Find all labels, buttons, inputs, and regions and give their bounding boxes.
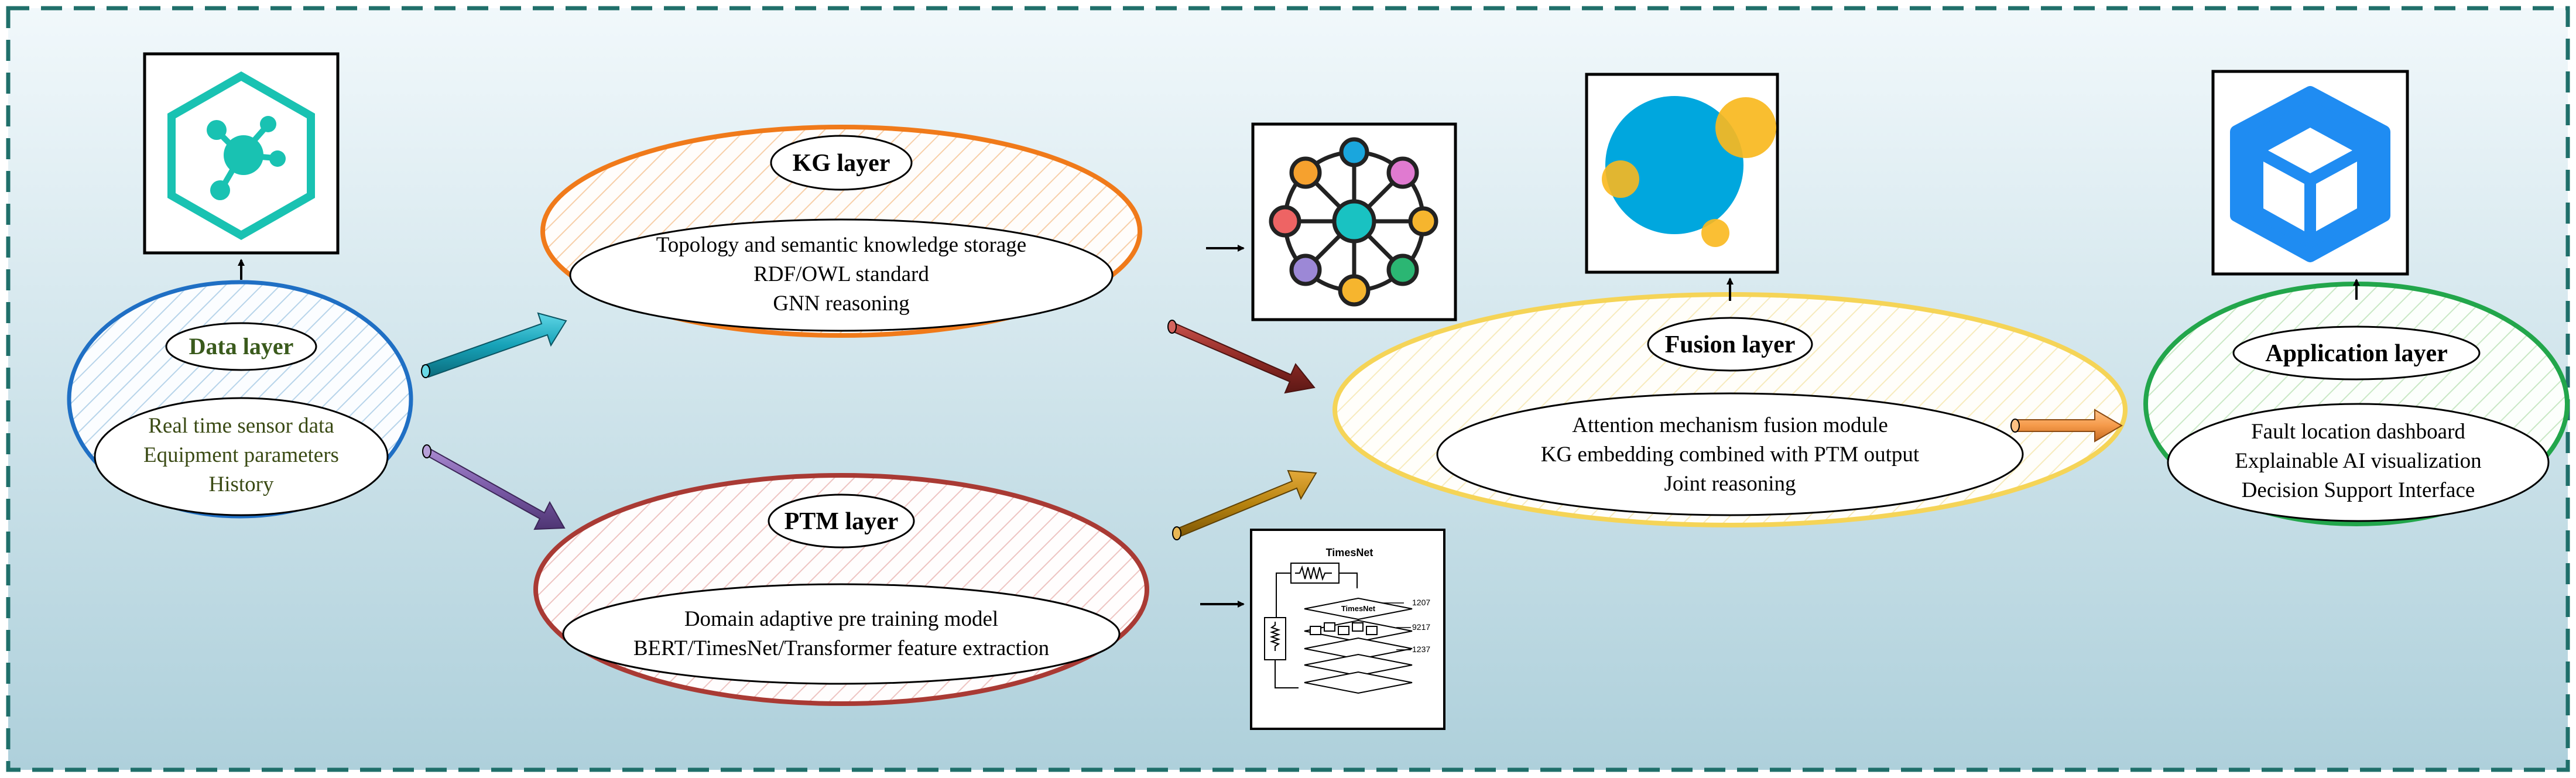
fusion-title: Fusion layer xyxy=(1665,331,1796,358)
kg-item: RDF/OWL standard xyxy=(753,262,929,286)
timesnet-title: TimesNet xyxy=(1326,547,1373,558)
fusion-title-box xyxy=(1647,317,1813,372)
data-layer: Data layer Real time sensor data Equipme… xyxy=(67,280,413,519)
app-title-box xyxy=(2232,325,2481,381)
data-item: Equipment parameters xyxy=(143,443,339,467)
knowledge-graph-icon xyxy=(1269,137,1438,307)
data-layer-title-box xyxy=(165,322,317,371)
data-icon-box xyxy=(143,52,340,255)
hexagon-network-icon xyxy=(167,71,315,241)
kg-layer-full: KG layer Topology and semantic knowledge… xyxy=(540,125,1142,338)
timesnet-number: 1237 xyxy=(1412,645,1430,654)
kg-title-box xyxy=(770,135,913,191)
cube-icon xyxy=(2230,86,2390,262)
arrow-ptm-to-fusion xyxy=(1172,469,1317,540)
data-layer-items-box xyxy=(94,397,389,516)
fusion-icon-box xyxy=(1585,73,1779,274)
ptm-item: BERT/TimesNet/Transformer feature extrac… xyxy=(633,636,1049,660)
app-item: Explainable AI visualization xyxy=(2235,449,2481,473)
fusion-layer: Fusion layer Attention mechanism fusion … xyxy=(1332,292,2128,527)
data-item: Real time sensor data xyxy=(148,414,334,438)
timesnet-inner-label: TimesNet xyxy=(1341,604,1376,613)
ptm-title: PTM layer xyxy=(785,508,899,535)
timesnet-figure: TimesNet TimesNet 1207 9217 1237 xyxy=(1250,529,1445,730)
kg-items-box xyxy=(569,218,1114,332)
arrow-fusion-to-app xyxy=(2010,409,2123,443)
kg-item: Topology and semantic knowledge storage xyxy=(656,233,1026,257)
app-title: Application layer xyxy=(2265,340,2448,367)
arrow-data-to-kg xyxy=(421,312,567,378)
kg-title: KG layer xyxy=(793,150,890,177)
fusion-item: Joint reasoning xyxy=(1664,472,1796,496)
ptm-layer: PTM layer Domain adaptive pre training m… xyxy=(533,473,1149,706)
ptm-item: Domain adaptive pre training model xyxy=(684,607,998,631)
app-items-box xyxy=(2167,403,2550,522)
app-item: Decision Support Interface xyxy=(2242,478,2475,502)
app-icon-box xyxy=(2211,70,2409,276)
data-layer-title: Data layer xyxy=(189,333,294,359)
app-item: Fault location dashboard xyxy=(2251,420,2465,444)
timesnet-number: 1207 xyxy=(1412,598,1430,607)
ptm-items-box xyxy=(562,583,1121,685)
fusion-item: KG embedding combined with PTM output xyxy=(1541,443,1920,467)
kg-item: GNN reasoning xyxy=(773,292,909,316)
data-item: History xyxy=(209,472,275,496)
dashed-border xyxy=(6,6,2570,772)
kg-icon-box xyxy=(1251,122,1457,321)
application-layer: Application layer Fault location dashboa… xyxy=(2143,282,2570,526)
arrow-kg-to-fusion xyxy=(1167,320,1316,394)
overlapping-circles-icon xyxy=(1602,96,1776,247)
ptm-title-box xyxy=(768,493,915,549)
timesnet-number: 9217 xyxy=(1412,622,1430,632)
arrow-data-to-ptm xyxy=(422,444,566,530)
fusion-items-box xyxy=(1436,392,2024,516)
fusion-item: Attention mechanism fusion module xyxy=(1572,413,1888,437)
